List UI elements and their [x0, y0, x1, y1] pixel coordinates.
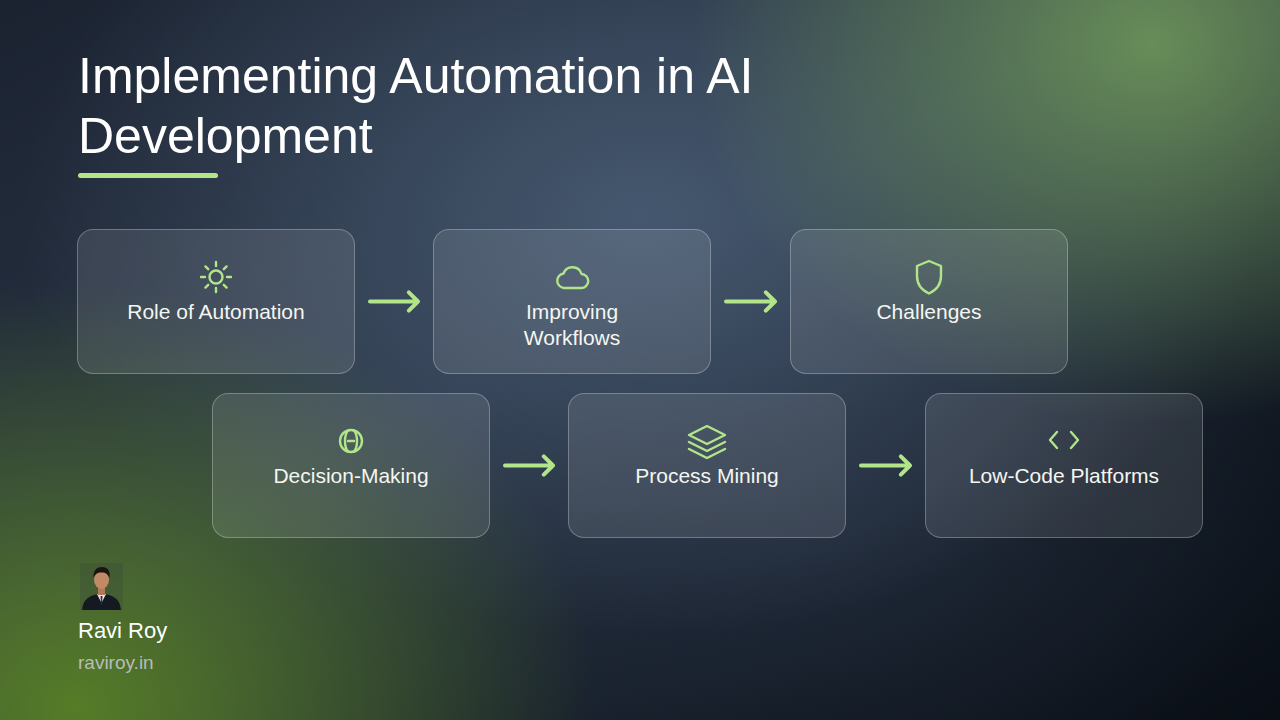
- flow-arrow: [505, 456, 553, 474]
- node-icon: [1042, 423, 1086, 459]
- process-box: Process Mining: [568, 393, 846, 538]
- arrow-line: [726, 292, 775, 310]
- slide-title: Implementing Automation in AI Developmen…: [78, 46, 818, 166]
- node-icon: [907, 259, 951, 295]
- process-box: Decision-Making: [212, 393, 490, 538]
- box-label: Role of Automation: [127, 299, 304, 325]
- process-box: Improving Workflows: [433, 229, 711, 374]
- node-icon: [329, 423, 373, 459]
- box-label: Decision-Making: [273, 463, 428, 489]
- author-avatar: [80, 563, 123, 610]
- flow-arrow: [861, 456, 910, 474]
- arrow-line: [370, 292, 418, 310]
- process-box: Challenges: [790, 229, 1068, 374]
- flow-arrow: [726, 292, 775, 310]
- author-url: raviroy.in: [78, 651, 154, 674]
- box-label: Low-Code Platforms: [969, 463, 1159, 489]
- node-icon: [685, 423, 729, 459]
- box-label: Challenges: [876, 299, 981, 325]
- process-box: Low-Code Platforms: [925, 393, 1203, 538]
- author-name: Ravi Roy: [78, 618, 167, 644]
- node-icon: [550, 259, 594, 295]
- process-box: Role of Automation: [77, 229, 355, 374]
- flow-arrow: [370, 292, 418, 310]
- arrow-line: [861, 456, 910, 474]
- node-icon: [194, 259, 238, 295]
- arrow-line: [505, 456, 553, 474]
- title-underline: [78, 173, 218, 178]
- box-label: Process Mining: [635, 463, 779, 489]
- box-label: Improving Workflows: [492, 299, 652, 351]
